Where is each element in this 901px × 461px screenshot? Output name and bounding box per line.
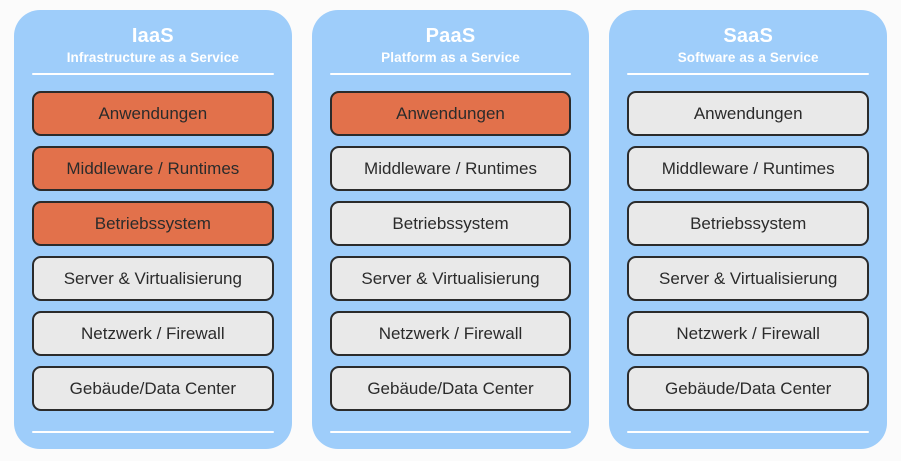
layer-iaas-middleware-runtimes: Middleware / Runtimes: [32, 146, 274, 191]
header-divider-iaas: [32, 73, 274, 75]
header-divider-paas: [329, 73, 572, 75]
panel-paas: PaaS Platform as a Service Anwendungen M…: [311, 10, 590, 449]
layer-stack-saas: Anwendungen Middleware / Runtimes Betrie…: [627, 81, 870, 420]
header-divider-saas: [627, 73, 870, 75]
footer-divider-iaas: [32, 431, 274, 433]
layer-paas-middleware-runtimes: Middleware / Runtimes: [329, 146, 572, 191]
layer-iaas-anwendungen: Anwendungen: [32, 91, 274, 136]
panel-iaas: IaaS Infrastructure as a Service Anwendu…: [14, 10, 292, 449]
layer-stack-paas: Anwendungen Middleware / Runtimes Betrie…: [329, 81, 572, 420]
panel-header-saas: SaaS Software as a Service: [627, 24, 870, 81]
panel-subtitle-paas: Platform as a Service: [381, 50, 520, 65]
panel-title-iaas: IaaS: [131, 25, 174, 47]
panel-subtitle-saas: Software as a Service: [677, 50, 819, 65]
layer-saas-server-virtualisierung: Server & Virtualisierung: [627, 256, 870, 301]
footer-divider-saas: [627, 431, 870, 433]
layer-saas-anwendungen: Anwendungen: [627, 91, 870, 136]
layer-paas-betriebssystem: Betriebssystem: [329, 201, 572, 246]
layer-iaas-netzwerk-firewall: Netzwerk / Firewall: [32, 311, 274, 356]
layer-paas-anwendungen: Anwendungen: [329, 91, 572, 136]
layer-saas-gebaeude-data-center: Gebäude/Data Center: [627, 366, 870, 411]
layer-saas-netzwerk-firewall: Netzwerk / Firewall: [627, 311, 870, 356]
layer-iaas-server-virtualisierung: Server & Virtualisierung: [32, 256, 274, 301]
layer-saas-middleware-runtimes: Middleware / Runtimes: [627, 146, 870, 191]
panel-title-paas: PaaS: [425, 25, 476, 47]
layer-paas-server-virtualisierung: Server & Virtualisierung: [329, 256, 572, 301]
panel-header-iaas: IaaS Infrastructure as a Service: [32, 24, 274, 81]
panel-saas: SaaS Software as a Service Anwendungen M…: [609, 10, 888, 449]
layer-paas-gebaeude-data-center: Gebäude/Data Center: [329, 366, 572, 411]
layer-stack-iaas: Anwendungen Middleware / Runtimes Betrie…: [32, 81, 274, 420]
layer-iaas-gebaeude-data-center: Gebäude/Data Center: [32, 366, 274, 411]
panel-title-saas: SaaS: [723, 25, 774, 47]
panel-subtitle-iaas: Infrastructure as a Service: [66, 50, 239, 65]
layer-iaas-betriebssystem: Betriebssystem: [32, 201, 274, 246]
layer-paas-netzwerk-firewall: Netzwerk / Firewall: [329, 311, 572, 356]
panel-header-paas: PaaS Platform as a Service: [329, 24, 572, 81]
footer-divider-paas: [329, 431, 572, 433]
layer-saas-betriebssystem: Betriebssystem: [627, 201, 870, 246]
